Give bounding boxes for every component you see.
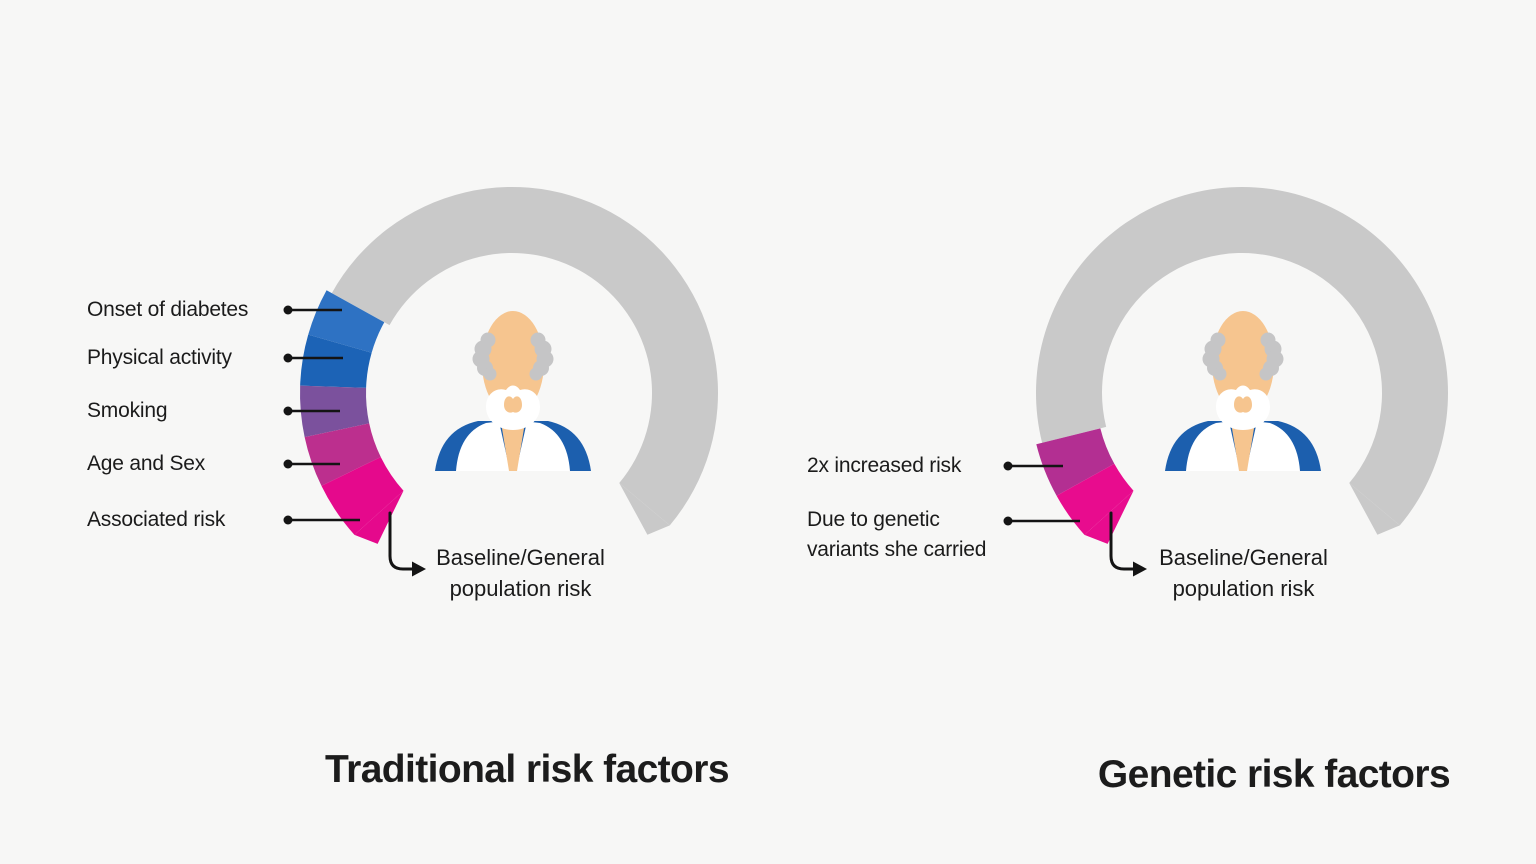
gauge-ring-gray-tip xyxy=(619,482,670,535)
elderly-man-icon xyxy=(1165,311,1321,471)
elderly-man-icon xyxy=(435,311,591,471)
baseline-arrow-left xyxy=(388,511,426,577)
gauge-segment-onset-of-diabetes xyxy=(308,290,385,353)
gauge-ring-gray xyxy=(331,187,718,526)
leader-line xyxy=(283,353,343,363)
segment-label-smoking: Smoking xyxy=(87,399,168,422)
gauge-segment-due-to-genetic-variants-she-carried xyxy=(1056,463,1134,535)
leader-lines-left xyxy=(283,305,360,525)
leader-line xyxy=(1003,516,1080,526)
gauge-segment-tip-due-to-genetic-variants-she-carried xyxy=(1084,490,1134,544)
chart-title-traditional: Traditional risk factors xyxy=(325,748,730,791)
segment-label-age-and-sex: Age and Sex xyxy=(87,452,206,475)
leader-line xyxy=(283,515,360,525)
segment-label-associated-risk: Associated risk xyxy=(87,508,226,531)
chart-title-genetic: Genetic risk factors xyxy=(1097,753,1451,796)
gauge-segment-tip-associated-risk xyxy=(354,490,404,544)
gauge-segment-physical-activity xyxy=(300,334,372,388)
segment-label-physical-activity: Physical activity xyxy=(87,346,232,369)
gauge-ring-gray xyxy=(1036,186,1449,526)
baseline-arrow-right xyxy=(1109,511,1147,577)
leader-line xyxy=(283,305,342,315)
segment-label-genetic-variants: Due to genetic variants she carried xyxy=(807,508,987,561)
gauge-ring-gray-tip xyxy=(1349,482,1400,535)
gauge-segment-age-and-sex xyxy=(304,423,381,486)
segment-label-onset-of-diabetes: Onset of diabetes xyxy=(87,298,249,321)
baseline-label-right: Baseline/General population risk xyxy=(1159,545,1328,601)
segment-label-2x-increased-risk: 2x increased risk xyxy=(807,454,962,477)
baseline-label-left: Baseline/General population risk xyxy=(436,545,605,601)
leader-line xyxy=(283,406,340,416)
gauge-rings xyxy=(300,186,1449,544)
gauge-segment-2x-increased-risk xyxy=(1036,428,1115,496)
gauge-segment-associated-risk xyxy=(321,457,404,535)
leader-line xyxy=(1003,461,1063,471)
leader-lines-right xyxy=(1003,461,1080,526)
leader-line xyxy=(283,459,340,469)
